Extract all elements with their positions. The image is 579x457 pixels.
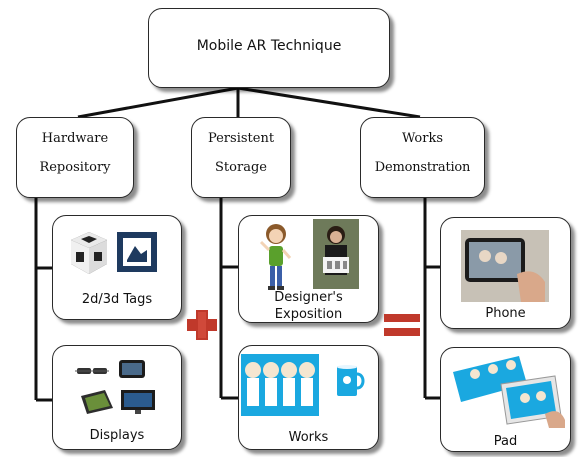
works-card: Works [238, 345, 379, 450]
designer-label-line1: Designer's [274, 290, 343, 305]
displays-label: Displays [89, 428, 145, 443]
root-node: Mobile AR Technique [148, 8, 390, 88]
pad-ar-photo-icon [453, 356, 565, 428]
hardware-repository-node: Hardware Repository [16, 117, 134, 198]
works-label: Works [288, 430, 329, 445]
display-devices-icon [75, 360, 155, 414]
ar-marker-icon [117, 232, 157, 272]
phone-card: Phone [440, 217, 571, 329]
persistent-storage-node: Persistent Storage [191, 117, 291, 198]
equals-icon [384, 314, 420, 336]
phone-ar-photo-icon [461, 230, 549, 302]
persistent-label-line2: Storage [215, 160, 267, 175]
designer-label-line2: Exposition [274, 307, 343, 322]
hardware-label-line1: Hardware [41, 131, 109, 146]
tags-label: 2d/3d Tags [81, 292, 153, 307]
persistent-label-line1: Persistent [207, 131, 275, 146]
phone-label: Phone [485, 306, 526, 321]
designer-card: Designer's Exposition [238, 215, 379, 323]
hardware-label-line2: Repository [39, 160, 111, 175]
works-demonstration-node: Works Demonstration [360, 117, 485, 198]
works-demo-label-line1: Works [401, 131, 444, 146]
works-demo-label-line2: Demonstration [374, 160, 471, 175]
pad-label: Pad [493, 434, 518, 449]
plus-icon [187, 310, 217, 340]
ar-tag-cube-icon [71, 232, 107, 274]
mug-icon [337, 365, 365, 396]
person-photo-icon [313, 219, 359, 289]
character-artwork-icon [241, 354, 319, 416]
pad-card: Pad [440, 347, 571, 452]
cartoon-designer-icon [259, 224, 292, 290]
root-title: Mobile AR Technique [196, 38, 342, 54]
tags-card: 2d/3d Tags [52, 215, 182, 320]
displays-card: Displays [52, 345, 182, 450]
